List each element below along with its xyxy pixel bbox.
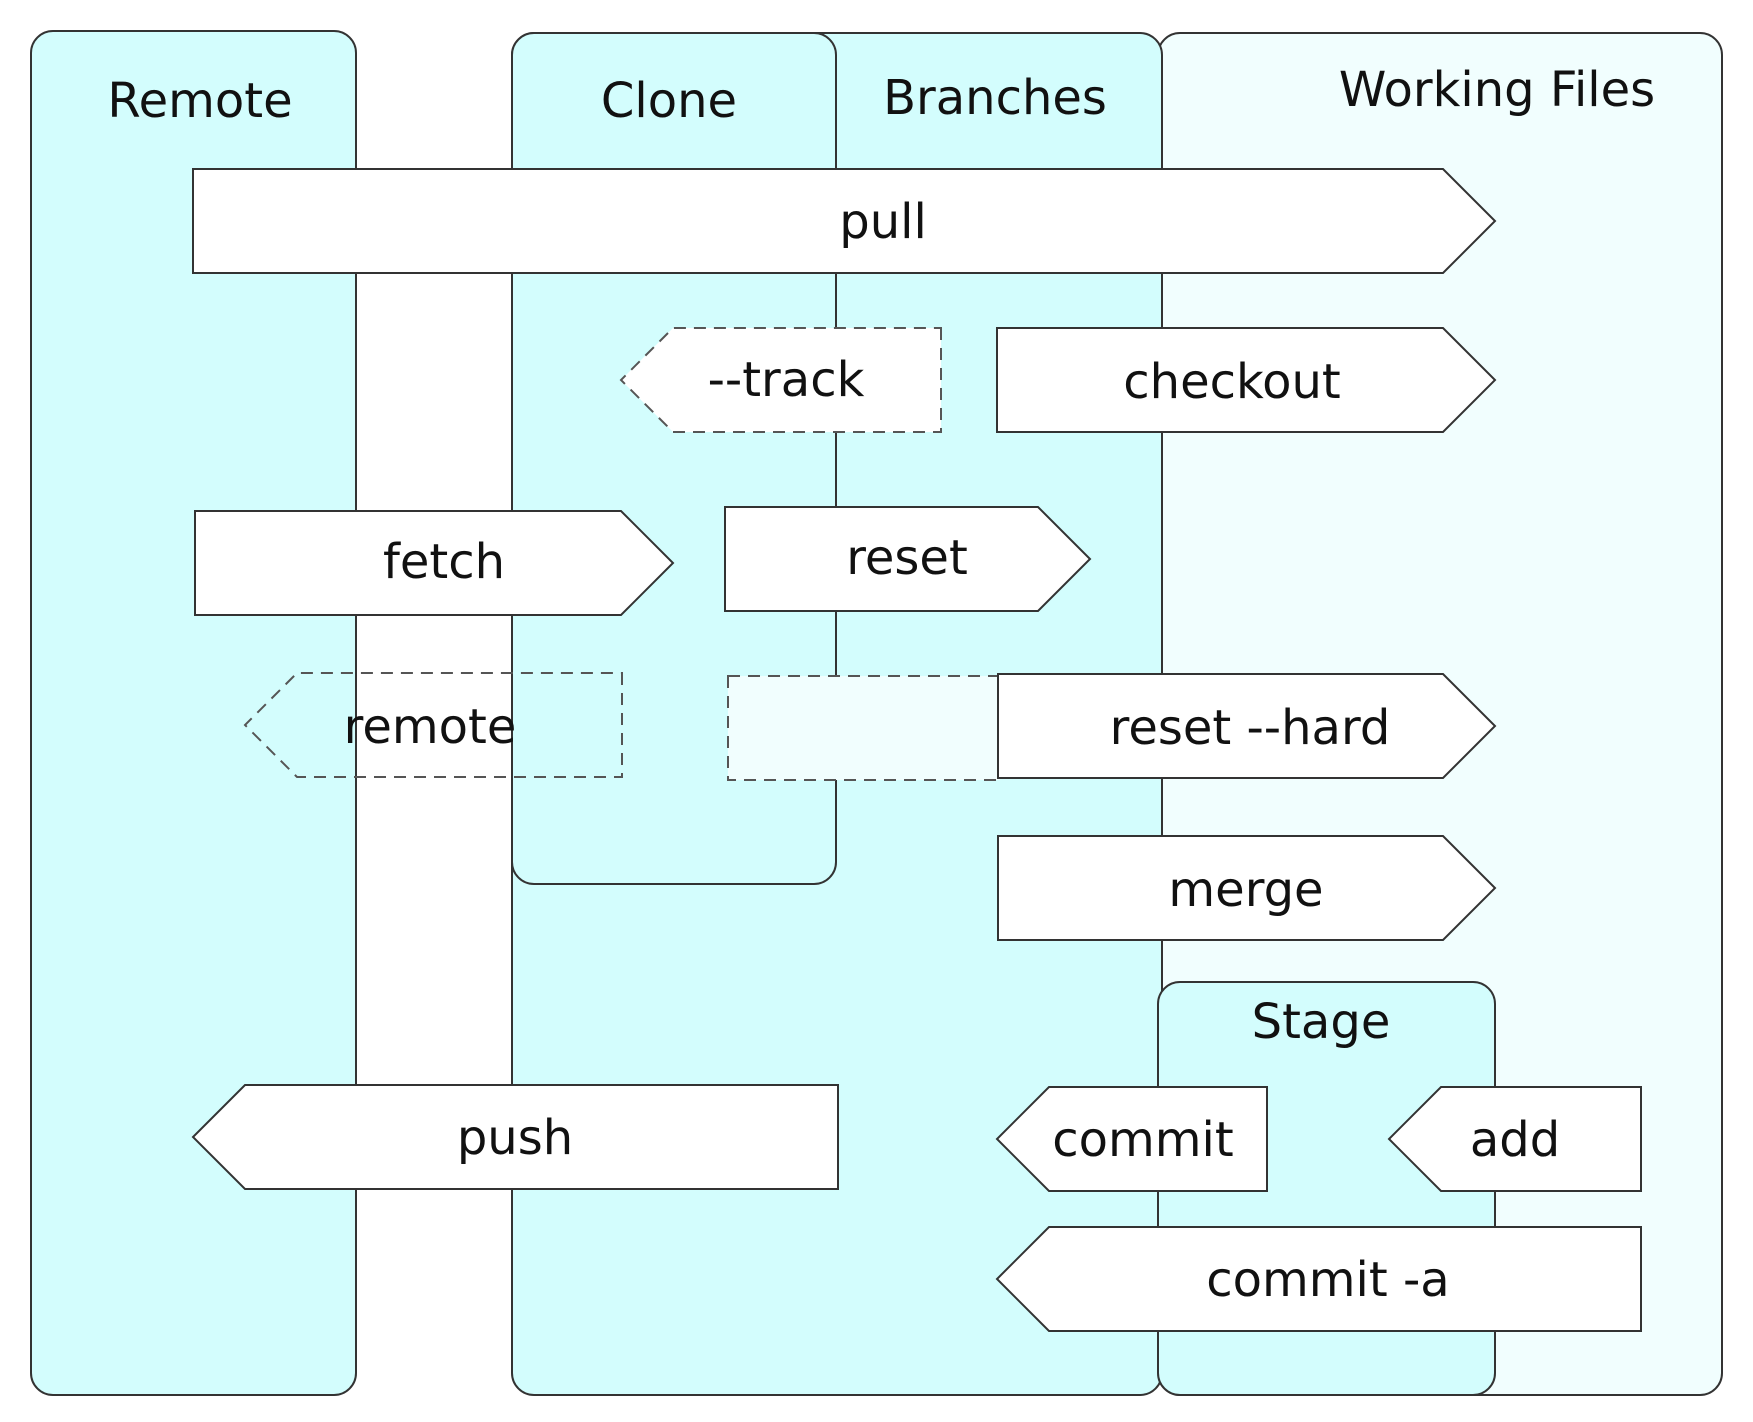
push-label: push	[457, 1110, 573, 1166]
checkout-label: checkout	[1123, 354, 1340, 410]
add-arrow: add	[1387, 1086, 1642, 1192]
track-label: --track	[708, 352, 865, 408]
commit-a-label: commit -a	[1206, 1252, 1449, 1308]
fetch-arrow: fetch	[194, 510, 675, 616]
merge-arrow: merge	[997, 835, 1497, 941]
zone-remote	[30, 30, 357, 1396]
zone-title-branches: Branches	[883, 70, 1107, 126]
reset-label: reset	[846, 530, 968, 586]
push-arrow: push	[191, 1084, 839, 1190]
add-label: add	[1470, 1112, 1560, 1168]
remote-arrow: remote	[243, 672, 623, 778]
reset-hard-label: reset --hard	[1110, 700, 1391, 756]
zone-title-remote: Remote	[107, 73, 292, 129]
fetch-label: fetch	[383, 534, 505, 590]
track-arrow: --track	[619, 327, 942, 433]
pull-arrow: pull	[192, 168, 1497, 274]
commit-label: commit	[1052, 1112, 1233, 1168]
reset-hard-dashed-extension	[727, 675, 1001, 781]
checkout-arrow: checkout	[996, 327, 1497, 433]
reset-hard-arrow: reset --hard	[997, 673, 1497, 779]
commit-arrow: commit	[995, 1086, 1268, 1192]
pull-label: pull	[839, 194, 927, 250]
remote-label: remote	[344, 699, 517, 755]
commit-a-arrow: commit -a	[995, 1226, 1642, 1332]
reset-arrow: reset	[724, 506, 1092, 612]
zone-title-working-files: Working Files	[1339, 62, 1655, 118]
zone-title-stage: Stage	[1252, 994, 1391, 1050]
merge-label: merge	[1168, 862, 1323, 918]
zone-title-clone: Clone	[601, 73, 737, 129]
